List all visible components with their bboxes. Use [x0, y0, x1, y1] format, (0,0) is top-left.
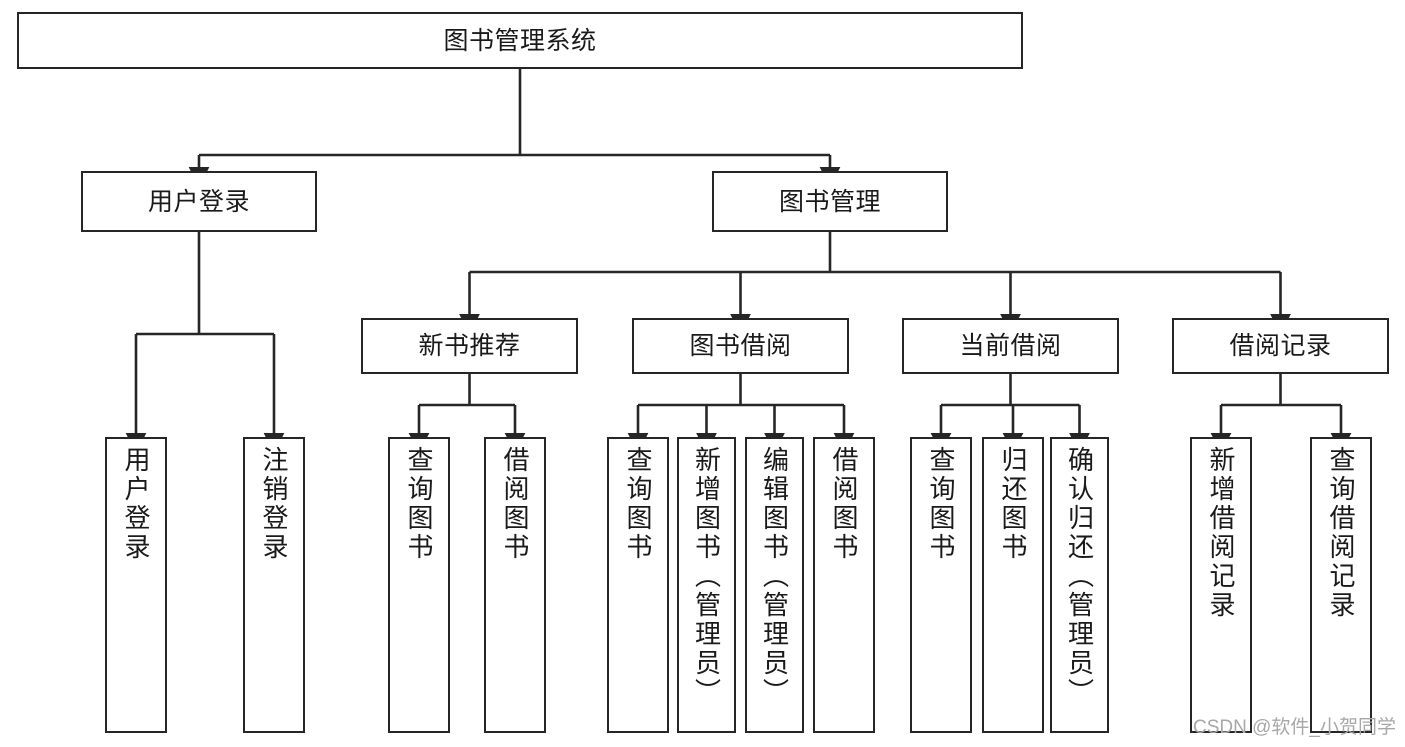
node-label: 图书借阅 [689, 332, 792, 360]
node-borrow-record[interactable]: 借阅记录 [1172, 318, 1389, 374]
node-leaf-logout[interactable]: 注销登录 [243, 437, 305, 733]
node-root[interactable]: 图书管理系统 [17, 12, 1023, 69]
node-current-borrow[interactable]: 当前借阅 [902, 318, 1119, 374]
node-label: 借阅图书 [500, 446, 530, 562]
node-label: 新增借阅记录 [1206, 446, 1236, 620]
node-label: 图书管理 [778, 187, 881, 216]
node-label: 查询图书 [623, 446, 653, 562]
node-label: 查询图书 [404, 446, 434, 562]
node-leaf-confirm-return[interactable]: 确认归还（管理员） [1050, 437, 1109, 733]
watermark-text: CSDN @软件_小贺同学 [1193, 717, 1396, 738]
node-label: 借阅图书 [829, 446, 859, 562]
node-label: 确认归还（管理员） [1064, 446, 1095, 707]
node-leaf-borrow-book-1[interactable]: 借阅图书 [484, 437, 546, 733]
node-label: 新增图书（管理员） [691, 446, 722, 707]
node-label: 图书管理系统 [443, 26, 597, 55]
node-label: 归还图书 [998, 446, 1028, 562]
node-leaf-query-book-2[interactable]: 查询图书 [607, 437, 669, 733]
node-label: 用户登录 [121, 446, 151, 562]
node-label: 新书推荐 [418, 332, 521, 360]
node-label: 查询图书 [926, 446, 956, 562]
node-leaf-add-book[interactable]: 新增图书（管理员） [677, 437, 736, 733]
node-new-book-rec[interactable]: 新书推荐 [361, 318, 578, 374]
node-label: 注销登录 [259, 446, 289, 562]
node-leaf-user-login[interactable]: 用户登录 [105, 437, 167, 733]
node-leaf-borrow-book-2[interactable]: 借阅图书 [813, 437, 875, 733]
node-leaf-query-book-1[interactable]: 查询图书 [388, 437, 450, 733]
node-label: 借阅记录 [1229, 332, 1332, 360]
node-label: 当前借阅 [959, 332, 1062, 360]
node-leaf-query-record[interactable]: 查询借阅记录 [1310, 437, 1372, 733]
node-leaf-add-record[interactable]: 新增借阅记录 [1190, 437, 1252, 733]
node-label: 查询借阅记录 [1326, 446, 1356, 620]
node-leaf-query-book-3[interactable]: 查询图书 [910, 437, 972, 733]
node-label: 编辑图书（管理员） [759, 446, 790, 707]
node-book-borrow[interactable]: 图书借阅 [632, 318, 849, 374]
node-leaf-return-book[interactable]: 归还图书 [982, 437, 1044, 733]
node-label: 用户登录 [147, 187, 250, 216]
node-user-login[interactable]: 用户登录 [81, 171, 317, 232]
node-book-manage[interactable]: 图书管理 [712, 171, 948, 232]
node-leaf-edit-book[interactable]: 编辑图书（管理员） [745, 437, 804, 733]
